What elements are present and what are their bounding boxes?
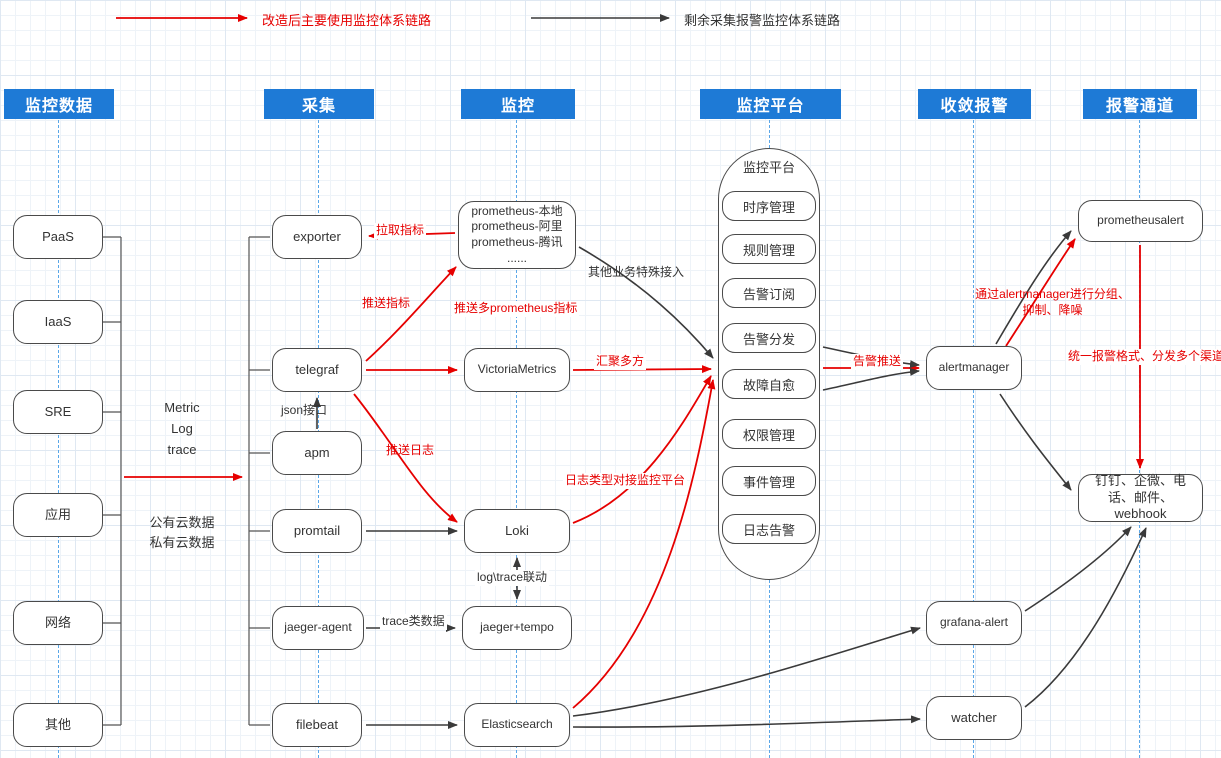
node-watcher[interactable]: watcher: [926, 696, 1022, 740]
note-metric-log-trace: Metric Log trace: [150, 398, 214, 460]
node-alertmanager[interactable]: alertmanager: [926, 346, 1022, 390]
edge-label-pull-metrics: 拉取指标: [374, 223, 427, 239]
edge-telegraf-loki: [353, 393, 458, 523]
edge-elasticsearch-platform: [572, 379, 716, 709]
note-trace: trace: [167, 441, 197, 457]
node-victoriametrics[interactable]: VictoriaMetrics: [464, 348, 570, 392]
prometheus-line-tencent: prometheus-腾讯: [471, 235, 563, 249]
edge-label-trace-data: trace类数据: [380, 614, 447, 630]
platform-item-timeseries[interactable]: 时序管理: [722, 191, 816, 221]
prometheus-line-local: prometheus-本地: [471, 203, 563, 218]
node-elasticsearch[interactable]: Elasticsearch: [464, 703, 570, 747]
edge-grafanaalert-endpoints: [1024, 526, 1132, 612]
node-jaeger-tempo[interactable]: jaeger+tempo: [462, 606, 572, 650]
node-filebeat[interactable]: filebeat: [272, 703, 362, 747]
dashed-line-converge: [973, 120, 974, 758]
platform-group[interactable]: 监控平台 时序管理 规则管理 告警订阅 告警分发 故障自愈 权限管理 事件管理 …: [718, 148, 820, 580]
node-promtail[interactable]: promtail: [272, 509, 362, 553]
prometheus-line-more: ......: [506, 250, 527, 265]
platform-item-subscription[interactable]: 告警订阅: [722, 278, 816, 308]
node-telegraf[interactable]: telegraf: [272, 348, 362, 392]
edge-loki-platform: [572, 375, 712, 524]
note-cloud-data: 公有云数据 私有云数据: [138, 513, 226, 552]
legend-red-label: 改造后主要使用监控体系链路: [262, 13, 432, 28]
edge-label-aggregate: 汇聚多方: [594, 354, 647, 370]
dashed-line-monitor: [516, 120, 517, 758]
edge-label-unified-format: 统一报警格式、分发多个渠道: [1066, 349, 1221, 365]
edge-label-log-trace-link: log\trace联动: [475, 570, 550, 586]
node-alert-endpoints[interactable]: 钉钉、企微、电话、邮件、webhook: [1078, 473, 1203, 522]
node-prometheus[interactable]: prometheus-本地 prometheus-阿里 prometheus-腾…: [458, 201, 576, 269]
node-other[interactable]: 其他: [13, 703, 103, 747]
header-collect[interactable]: 采集: [264, 89, 374, 119]
node-prometheusalert[interactable]: prometheusalert: [1078, 200, 1203, 242]
edge-prometheus-platform: [578, 246, 714, 359]
node-app[interactable]: 应用: [13, 493, 103, 537]
note-public-cloud: 公有云数据: [149, 515, 215, 530]
node-exporter[interactable]: exporter: [272, 215, 362, 259]
note-log: Log: [171, 420, 193, 436]
edge-watcher-endpoints: [1024, 527, 1147, 708]
edge-alertmanager-prometheusalert-black: [995, 230, 1072, 345]
legend-black-label: 剩余采集报警监控体系链路: [684, 13, 841, 28]
note-metric: Metric: [164, 400, 200, 415]
bracket-collect: [248, 236, 270, 726]
header-alert-channel[interactable]: 报警通道: [1083, 89, 1197, 119]
bracket-sources: [103, 236, 122, 726]
header-converge-alert[interactable]: 收敛报警: [918, 89, 1031, 119]
dashed-line-data: [58, 120, 59, 758]
platform-item-selfheal[interactable]: 故障自愈: [722, 369, 816, 399]
node-paas[interactable]: PaaS: [13, 215, 103, 259]
edge-label-log-to-platform: 日志类型对接监控平台: [563, 473, 688, 489]
edge-telegraf-prometheus: [365, 266, 457, 362]
edge-platform-alertmanager-b2: [822, 367, 920, 391]
edge-label-push-multi-prom: 推送多prometheus指标: [452, 301, 580, 317]
node-network[interactable]: 网络: [13, 601, 103, 645]
edge-alertmanager-prometheusalert-red: [1005, 238, 1076, 347]
node-grafana-alert[interactable]: grafana-alert: [926, 601, 1022, 645]
platform-title: 监控平台: [742, 160, 795, 175]
platform-item-events[interactable]: 事件管理: [722, 466, 816, 496]
prometheus-line-ali: prometheus-阿里: [471, 219, 563, 234]
header-monitor-data[interactable]: 监控数据: [4, 89, 114, 119]
edge-label-push-logs: 推送日志: [386, 443, 435, 457]
edge-elasticsearch-watcher: [572, 715, 921, 728]
edge-label-push-metrics: 推送指标: [362, 296, 411, 310]
edge-alertmanager-endpoints: [999, 393, 1072, 491]
node-jaeger-agent[interactable]: jaeger-agent: [272, 606, 364, 650]
header-platform[interactable]: 监控平台: [700, 89, 841, 119]
node-sre[interactable]: SRE: [13, 390, 103, 434]
edge-elasticsearch-grafanaalert: [572, 626, 921, 717]
platform-item-permission[interactable]: 权限管理: [722, 419, 816, 449]
node-loki[interactable]: Loki: [464, 509, 570, 553]
note-private-cloud: 私有云数据: [149, 534, 215, 550]
edge-label-alert-push: 告警推送: [851, 354, 904, 370]
platform-item-rules[interactable]: 规则管理: [722, 234, 816, 264]
node-apm[interactable]: apm: [272, 431, 362, 475]
header-monitor[interactable]: 监控: [461, 89, 575, 119]
node-iaas[interactable]: IaaS: [13, 300, 103, 344]
edge-label-json-api: json接口: [281, 403, 328, 417]
platform-item-dispatch[interactable]: 告警分发: [722, 323, 816, 353]
edge-label-via-alertmanager: 通过alertmanager进行分组、抑制、降噪: [975, 287, 1130, 317]
edge-label-other-access: 其他业务特殊接入: [588, 265, 685, 279]
platform-item-logalert[interactable]: 日志告警: [722, 514, 816, 544]
